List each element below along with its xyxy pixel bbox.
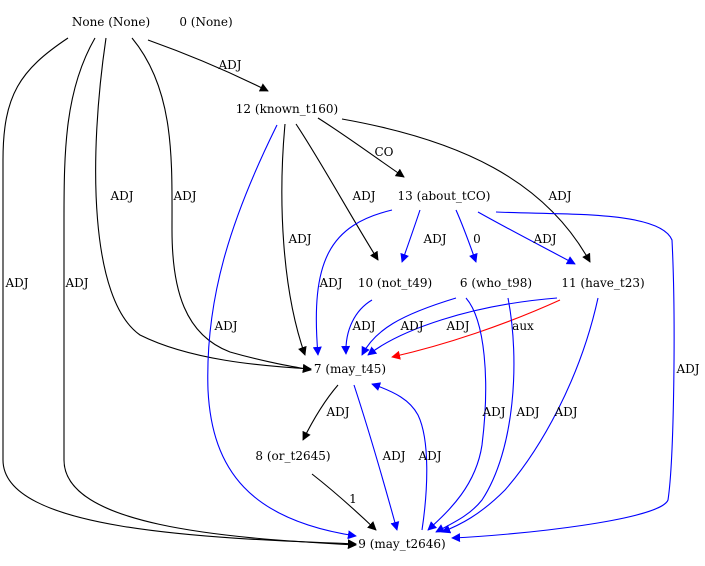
edge-label-12-10: ADJ — [351, 189, 375, 203]
edge-label-6-9b: ADJ — [515, 405, 539, 419]
edge-7-to-9 — [353, 384, 400, 531]
edge-label-7-9: ADJ — [381, 449, 405, 463]
edge-13-to-7 — [312, 209, 393, 356]
edge-8-to-9 — [311, 473, 377, 531]
edge-label-6-7: ADJ — [399, 319, 423, 333]
edge-label-11-9: ADJ — [553, 405, 577, 419]
edge-13-to-9 — [451, 211, 675, 543]
edge-label-none-12: ADJ — [217, 58, 241, 72]
node-11: 11 (have_t23) — [561, 276, 644, 290]
node-none: None (None) — [72, 15, 150, 29]
edge-12-to-11 — [341, 118, 591, 263]
node-7: 7 (may_t45) — [314, 362, 386, 376]
edge-label-13-10: ADJ — [422, 232, 446, 246]
edge-none-to-9-a — [2, 37, 357, 549]
edge-12-to-7 — [281, 123, 307, 356]
edge-9-to-7 — [371, 382, 428, 531]
node-8: 8 (or_t2645) — [255, 449, 330, 463]
edge-12-to-10 — [295, 123, 379, 261]
edge-label-none-9b: ADJ — [64, 276, 88, 290]
edge-label-11-7a: ADJ — [445, 319, 469, 333]
edge-label-none-9a: ADJ — [4, 276, 28, 290]
edge-none-to-7-b — [131, 37, 312, 373]
edge-13-to-10 — [400, 209, 421, 263]
edge-6-to-9-a — [427, 297, 487, 531]
edge-label-13-11: ADJ — [532, 232, 556, 246]
node-6: 6 (who_t98) — [460, 276, 532, 290]
node-13: 13 (about_tCO) — [398, 189, 491, 203]
edge-label-none-7b: ADJ — [172, 189, 196, 203]
edge-10-to-7 — [341, 299, 373, 355]
edge-label-12-9: ADJ — [213, 319, 237, 333]
edge-label-none-7a: ADJ — [109, 189, 133, 203]
node-0: 0 (None) — [179, 15, 232, 29]
edge-11-to-7-blue — [367, 297, 558, 356]
edge-12-to-13 — [317, 117, 405, 178]
edge-label-13-6: 0 — [473, 232, 481, 246]
edge-12-to-9 — [207, 124, 357, 540]
edge-label-11-7b: aux — [512, 319, 534, 333]
edge-label-10-7: ADJ — [351, 319, 375, 333]
edge-label-13-7: ADJ — [318, 276, 342, 290]
edge-label-13-9: ADJ — [675, 362, 699, 376]
edge-13-to-6 — [455, 209, 478, 263]
edge-none-to-7-a — [95, 37, 312, 374]
edge-13-to-11 — [477, 211, 576, 265]
node-10: 10 (not_t49) — [358, 276, 432, 290]
edge-label-9-7: ADJ — [417, 449, 441, 463]
edge-6-to-7 — [361, 297, 457, 356]
edge-label-8-9: 1 — [349, 492, 357, 506]
edge-label-12-11: ADJ — [547, 189, 571, 203]
edge-label-7-8: ADJ — [325, 405, 349, 419]
node-12: 12 (known_t160) — [236, 102, 338, 116]
edge-11-to-7-red — [391, 299, 561, 360]
edge-none-to-9-b — [63, 37, 357, 550]
edge-label-6-9a: ADJ — [481, 405, 505, 419]
edge-7-to-8 — [302, 384, 339, 441]
edge-label-12-7: ADJ — [287, 232, 311, 246]
edge-6-to-9-b — [435, 297, 515, 533]
node-9: 9 (may_t2646) — [358, 537, 446, 551]
edge-11-to-9 — [441, 297, 599, 534]
edge-none-to-12 — [147, 39, 269, 92]
edge-label-12-13: CO — [374, 145, 393, 159]
